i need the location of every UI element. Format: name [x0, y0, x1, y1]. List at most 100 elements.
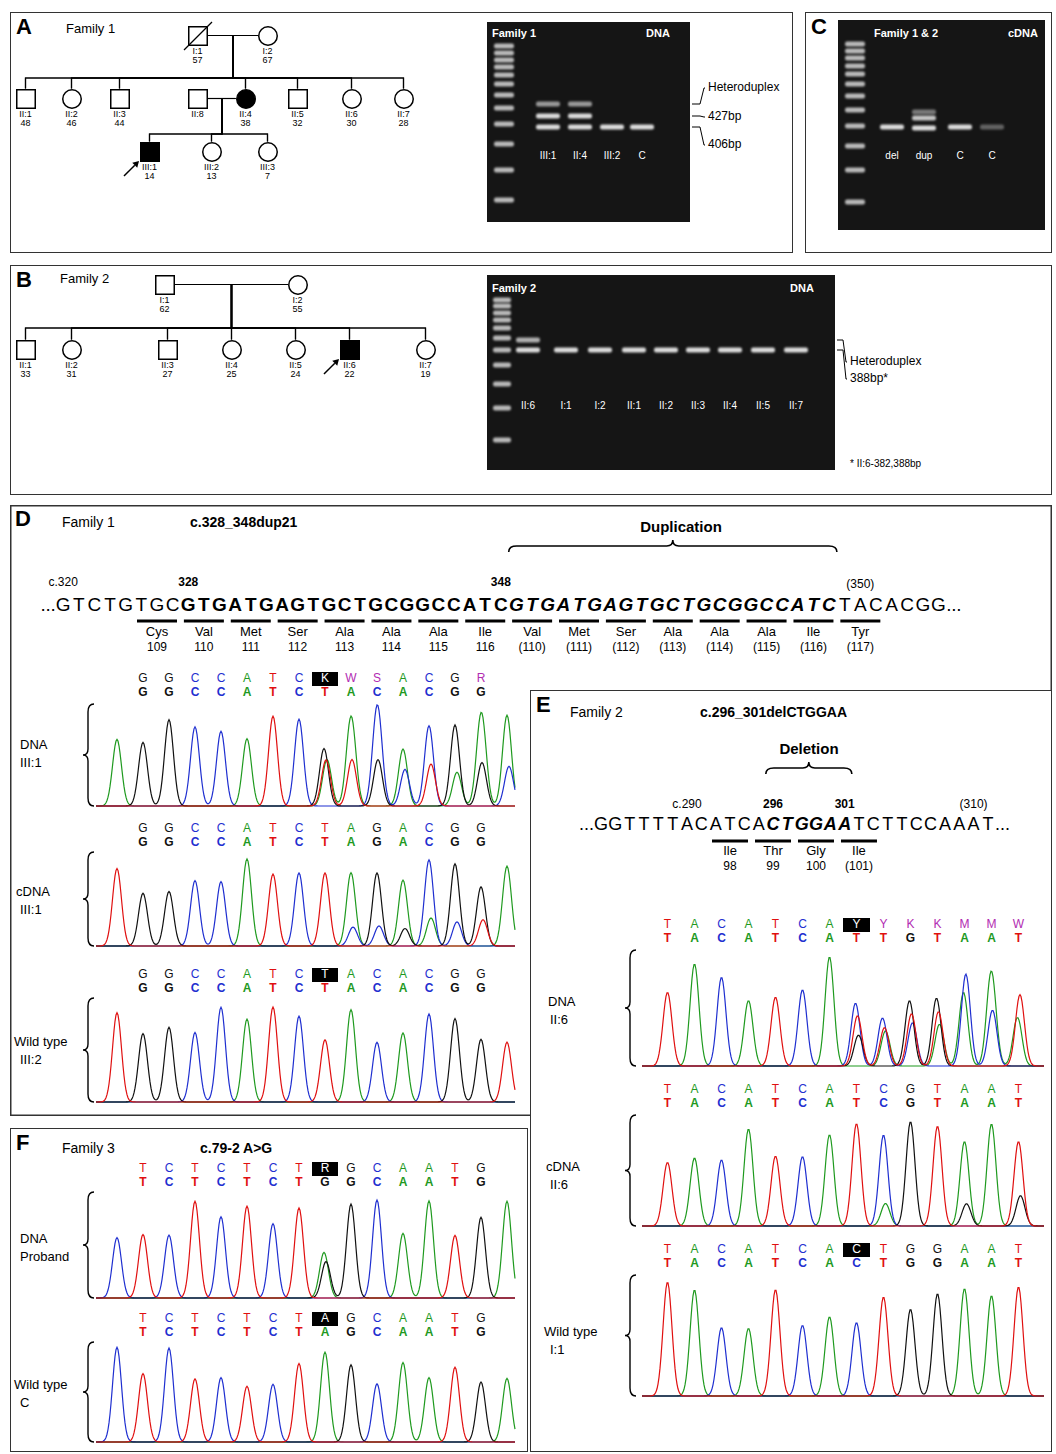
base-letter: C: [364, 968, 390, 982]
individual-id: II:3: [100, 110, 140, 119]
sample-label: Wild type: [544, 1325, 597, 1340]
amino-acid: Ala: [335, 625, 354, 640]
base-letter: G: [130, 822, 156, 836]
base-letter: A: [680, 814, 694, 835]
base-letter: M: [951, 918, 978, 932]
panel-letter: F: [16, 1131, 29, 1155]
base-letter: C: [789, 1097, 816, 1111]
base-letter: G: [149, 594, 165, 616]
chromatogram-trace: [642, 974, 1044, 1066]
gel-band: [912, 116, 936, 121]
band-label: 406bp: [708, 138, 741, 152]
sample-label: DNA: [20, 1232, 47, 1247]
base-letter: T: [654, 932, 681, 946]
codon-number: 100: [806, 860, 826, 874]
base-letter: G: [321, 594, 337, 616]
base-letter: T: [182, 1312, 208, 1326]
pedigree-individual: II:148: [6, 89, 46, 128]
amino-acid: Gly: [806, 844, 826, 859]
base-letter: C: [208, 686, 234, 700]
base-calls: TCTCTCTAGCAATG: [130, 1312, 494, 1326]
chromatogram-trace: [96, 859, 515, 946]
pedigree-individual: II:344: [100, 89, 140, 128]
base-letter: T: [352, 594, 368, 616]
base-letter: G: [338, 1312, 364, 1326]
base-letter: A: [951, 1083, 978, 1097]
base-letter: G: [587, 594, 603, 616]
base-letter: C: [789, 932, 816, 946]
base-letter: T: [524, 594, 540, 616]
position-number: 296: [763, 798, 783, 812]
base-letter: Y: [843, 918, 870, 932]
base-letter: A: [274, 594, 290, 616]
base-calls: TACATCAYYKKMMW: [654, 918, 1032, 932]
base-letter: C: [208, 1312, 234, 1326]
base-letter: T: [134, 594, 150, 616]
individual-id: II:4: [226, 110, 266, 119]
chromatogram-trace: [642, 1125, 1044, 1226]
region-brace: [509, 540, 837, 552]
base-letter: A: [234, 822, 260, 836]
circle-shape: [416, 340, 435, 359]
pedigree-individual: II:728: [384, 89, 424, 128]
base-letter: G: [156, 672, 182, 686]
position-number: c.290: [672, 798, 701, 812]
base-letter: C: [708, 1083, 735, 1097]
position-number: (310): [960, 798, 988, 812]
pedigree-line: [26, 36, 258, 89]
base-letter: .: [946, 594, 951, 616]
individual-age: 30: [332, 119, 372, 128]
panel-border: [11, 506, 1052, 1116]
base-letter: C: [416, 982, 442, 996]
chromatogram-trace: [96, 860, 515, 946]
individual-id: III:3: [248, 163, 288, 172]
base-letter: A: [390, 968, 416, 982]
codon-bar: [465, 620, 505, 623]
base-letter: C: [165, 594, 181, 616]
base-calls: GGCCATCTAGACGG: [130, 836, 494, 850]
individual-age: 62: [145, 305, 185, 314]
base-letter: G: [794, 814, 808, 835]
lane-label: I:1: [560, 400, 571, 412]
base-letter: G: [468, 686, 494, 700]
individual-age: 32: [278, 119, 318, 128]
pedigree-line: [233, 36, 258, 89]
base-letter: C: [364, 1162, 390, 1176]
base-letter: T: [305, 594, 321, 616]
base-letter: T: [243, 594, 259, 616]
amino-acid: Val: [523, 625, 541, 640]
pedigree-line: [72, 285, 232, 340]
gel-band: [493, 336, 511, 341]
chromatogram-trace: [96, 1010, 515, 1102]
position-number: (350): [846, 578, 874, 592]
pedigree-individual: II:622: [330, 340, 370, 379]
family-heading: Family 2: [570, 704, 623, 720]
male-symbol: [188, 26, 208, 46]
base-letter: G: [442, 686, 468, 700]
base-letter: C: [364, 982, 390, 996]
base-letter: G: [931, 594, 947, 616]
base-letter: G: [312, 1176, 338, 1190]
base-letter: T: [286, 1312, 312, 1326]
base-letter: G: [897, 1257, 924, 1271]
symbol-outline: [222, 340, 242, 360]
base-letter: T: [312, 968, 338, 982]
base-letter: A: [234, 982, 260, 996]
panel-letter: E: [536, 693, 551, 717]
base-letter: A: [602, 594, 618, 616]
base-letter: G: [727, 594, 743, 616]
gel-band: [494, 168, 514, 173]
base-letter: G: [618, 594, 634, 616]
gel-band: [493, 382, 511, 387]
codon-number: 112: [288, 641, 307, 655]
chromatogram-trace: [96, 1200, 515, 1298]
base-letter: G: [55, 594, 71, 616]
codon-bar: [793, 620, 833, 623]
base-letter: A: [978, 1243, 1005, 1257]
base-letter: A: [681, 918, 708, 932]
mutation-name: c.328_348dup21: [190, 514, 297, 530]
base-letter: A: [416, 1162, 442, 1176]
base-letter: A: [816, 918, 843, 932]
base-letter: C: [866, 814, 880, 835]
base-letter: K: [312, 672, 338, 686]
